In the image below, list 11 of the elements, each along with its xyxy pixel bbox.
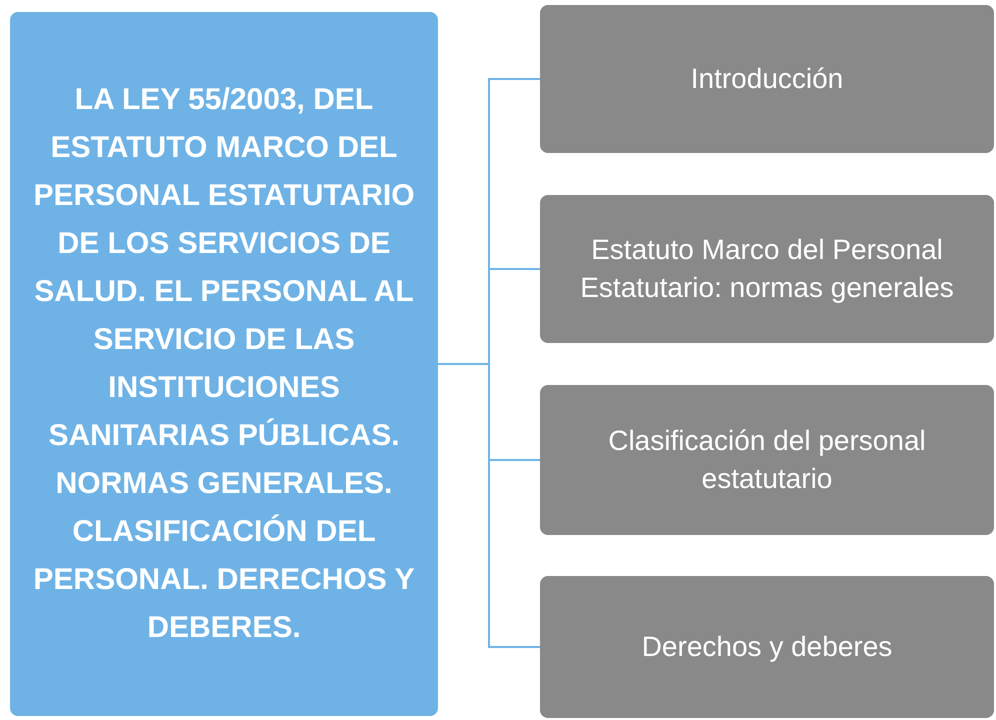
subtopic-box [540, 195, 994, 343]
subtopic-box [540, 5, 994, 153]
subtopic-label: Clasificación del personal estatutario [607, 424, 927, 496]
topic-title: LA LEY 55/2003, DEL ESTATUTO MARCO DEL PERSONAL ESTATUTARIO DE LOS SERVICIOS DE SALUD. EL PERSONAL AL SERVICIO DE LAS INSTITUCIONES SANITARIAS PÚBLICAS. NORMAS GENERALES. CLASIFICACIÓN DEL PERSONAL. DERECHOS Y DEBERES. [32, 82, 416, 646]
subtopic-box [540, 385, 994, 535]
subtopic-label: Derechos y deberes [642, 630, 892, 664]
connector-line [438, 363, 540, 648]
subtopic-label: Estatuto Marco del Personal Estatutario: normas generales [579, 233, 955, 305]
subtopic-label: Introducción [690, 62, 844, 96]
subtopic-box [540, 576, 994, 718]
topic-box [10, 12, 438, 716]
